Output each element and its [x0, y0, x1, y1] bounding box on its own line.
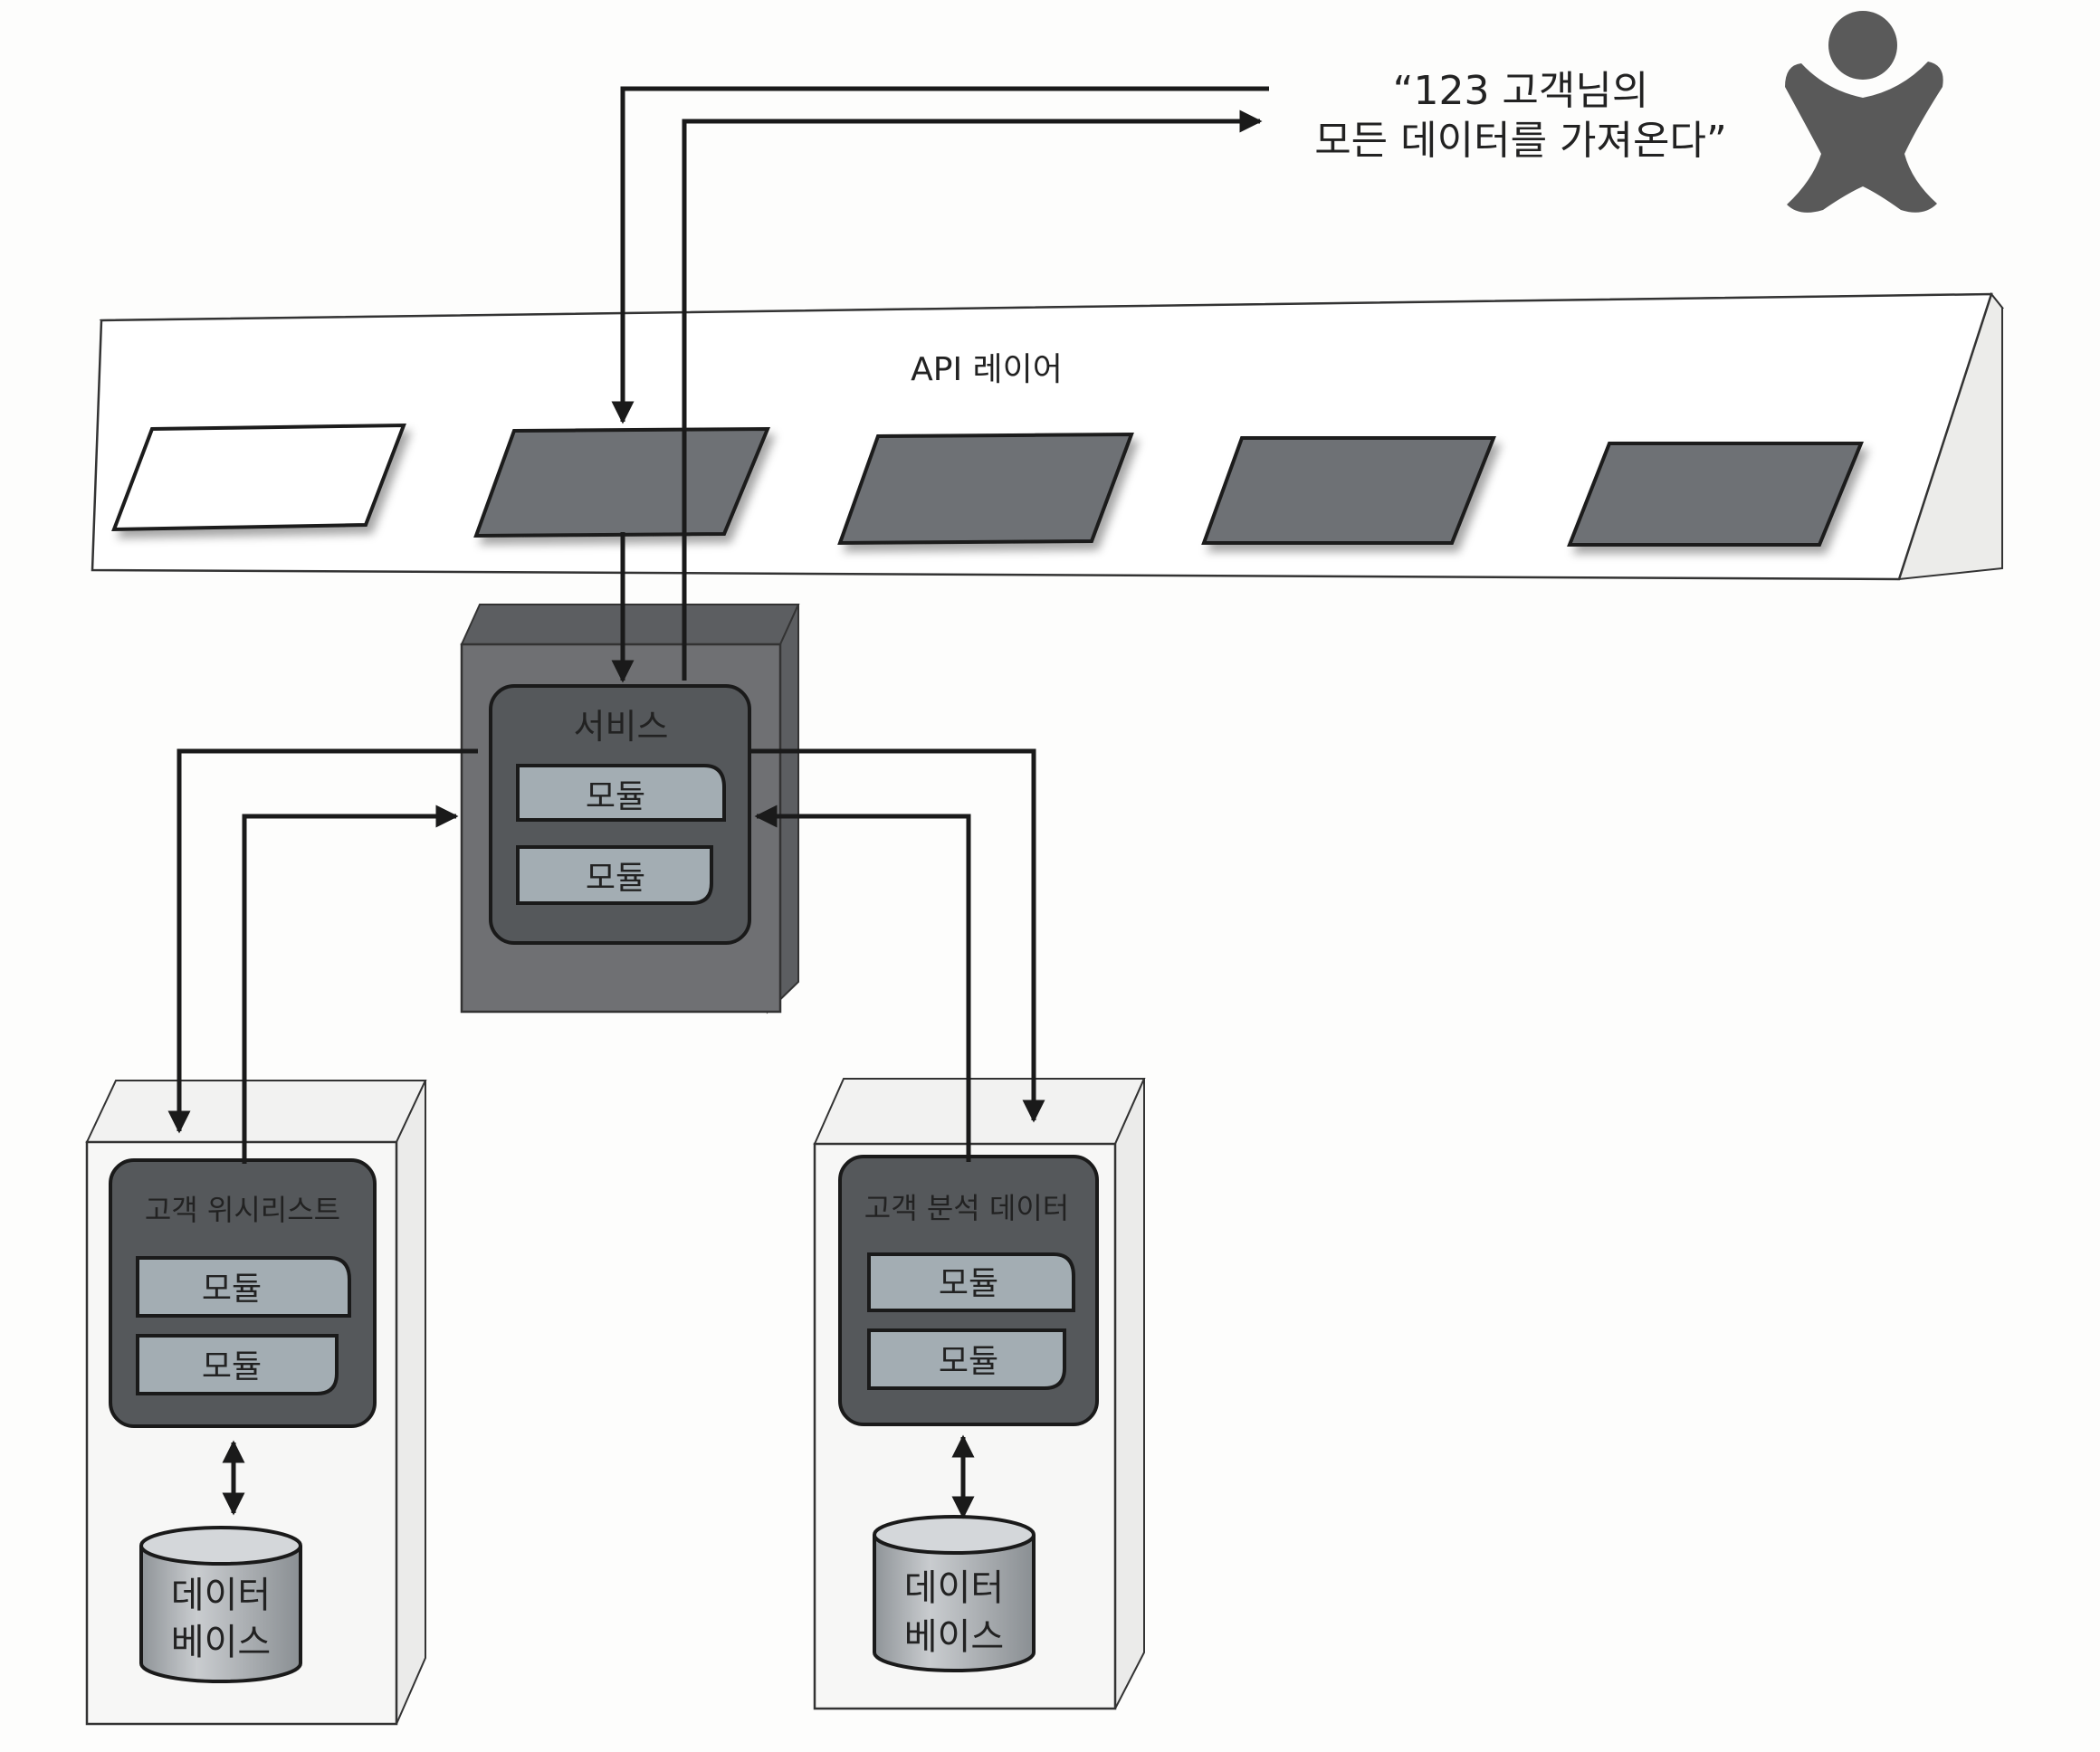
wishlist-to-service-arrow: [242, 805, 459, 1164]
analytics-database-label-2: 베이스: [904, 1616, 1004, 1658]
service-to-wishlist-arrow: [167, 748, 478, 1134]
service-module-2[interactable]: [516, 845, 713, 905]
person-icon: [1785, 11, 1943, 213]
api-endpoint-2[interactable]: [473, 426, 771, 538]
api-endpoint-4[interactable]: [1201, 436, 1496, 545]
service-module-1-label: 모듈: [586, 778, 645, 815]
analytics-service-box: 고객 분석 데이터 모듈 모듈 데이터 베이스: [813, 1078, 1146, 1710]
connectors: [167, 86, 1269, 1519]
service-to-analytics-arrow: [749, 748, 1045, 1123]
wishlist-module-1-label: 모듈: [202, 1271, 262, 1308]
analytics-title: 고객 분석 데이터: [864, 1191, 1069, 1225]
request-arrow: [611, 86, 1269, 424]
wishlist-database-label-1: 데이터: [171, 1575, 271, 1616]
api-endpoints: [111, 423, 1864, 547]
api-layer: API 레이어: [91, 291, 2005, 581]
request-quote-line2: 모든 데이터를 가져온다”: [1314, 118, 1727, 164]
api-endpoint-3[interactable]: [837, 432, 1134, 546]
wishlist-module-1[interactable]: [136, 1256, 351, 1318]
analytics-module-2-label: 모듈: [939, 1343, 998, 1380]
service-module-2-label: 모듈: [586, 860, 645, 897]
wishlist-service-box: 고객 위시리스트 모듈 모듈 데이터 베이스: [85, 1080, 427, 1726]
analytics-module-1[interactable]: [867, 1252, 1075, 1312]
service-module-1[interactable]: [516, 764, 726, 822]
api-endpoint-5[interactable]: [1567, 442, 1864, 547]
analytics-module-1-label: 모듈: [939, 1265, 998, 1302]
request-quote: “123 고객님의 모든 데이터를 가져온다”: [1314, 68, 1727, 164]
request-quote-line1: “123 고객님의: [1393, 68, 1649, 114]
analytics-module-2[interactable]: [867, 1328, 1066, 1390]
wishlist-module-2[interactable]: [136, 1334, 339, 1395]
service-title: 서비스: [574, 707, 669, 747]
analytics-database-icon: [873, 1515, 1036, 1672]
analytics-database-label-1: 데이터: [904, 1567, 1004, 1609]
wishlist-database-label-2: 베이스: [171, 1622, 271, 1663]
wishlist-title: 고객 위시리스트: [145, 1193, 340, 1227]
api-layer-label: API 레이어: [911, 351, 1063, 388]
analytics-to-service-arrow: [754, 805, 971, 1162]
wishlist-module-2-label: 모듈: [202, 1348, 262, 1385]
api-endpoint-1[interactable]: [111, 423, 406, 532]
response-arrow: [682, 110, 1263, 681]
wishlist-database-icon: [139, 1526, 302, 1683]
service-box: 서비스 모듈 모듈: [460, 604, 800, 1014]
